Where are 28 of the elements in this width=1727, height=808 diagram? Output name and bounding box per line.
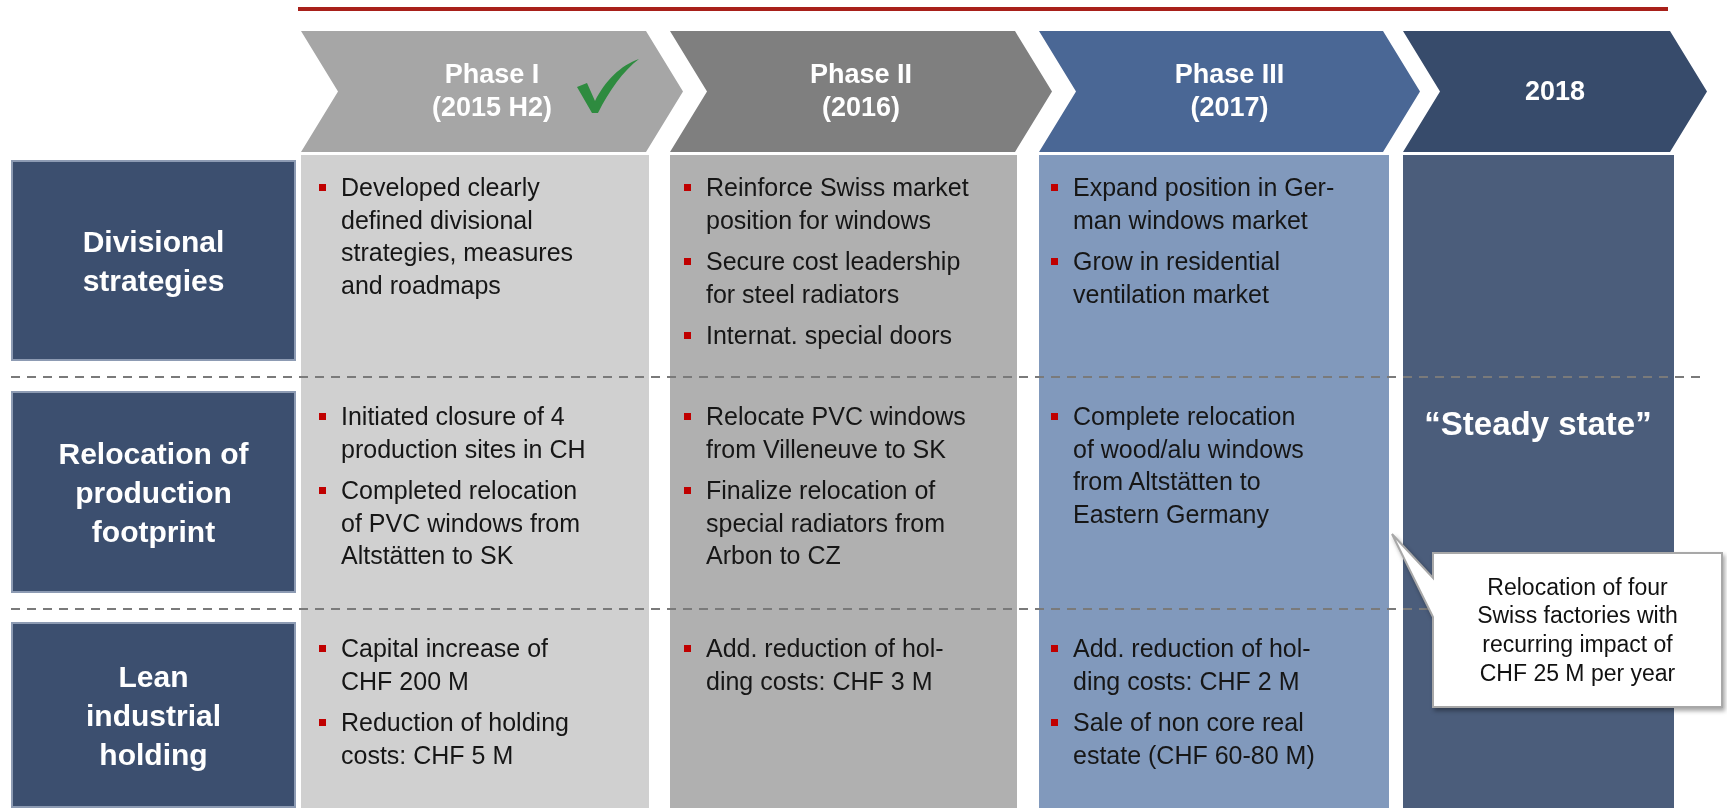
callout-text: Relocation of four Swiss factories with recurring impact of CHF 25 M per year xyxy=(1476,572,1679,688)
bullet-point: Grow in residential ventilation market xyxy=(1049,245,1341,310)
phase-label: Phase II (2016) xyxy=(808,57,914,125)
bullet-point: Reinforce Swiss market position for windows xyxy=(682,171,974,236)
bullet-point: Secure cost leadership for steel radiators xyxy=(682,245,974,310)
phase-label: Phase I (2015 H2) xyxy=(430,57,554,125)
phase-column xyxy=(670,155,1017,808)
row-header: Divisional strategies xyxy=(11,160,296,361)
bullet-point: Complete relocation of wood/alu windows from Altstätten to Eastern Germany xyxy=(1049,400,1318,530)
phase-column xyxy=(1039,155,1389,808)
bullet-point: Initiated closure of 4 production sites in CH xyxy=(317,400,597,465)
bullet-point: Reduction of holding costs: CHF 5 M xyxy=(317,706,597,771)
bullet-point: Developed clearly defined divisional strategies, measures and roadmaps xyxy=(317,171,597,301)
phase-column xyxy=(301,155,649,808)
bullet-point: Relocate PVC windows from Villeneuve to SK xyxy=(682,400,974,465)
bullet-point: Expand position in Ger-man windows market xyxy=(1049,171,1341,236)
bullet-point: Internat. special doors xyxy=(682,319,974,352)
phase-label: 2018 xyxy=(1523,74,1587,108)
bullet-point: Add. reduction of hol-ding costs: CHF 3 M xyxy=(682,632,974,697)
phase-label: Phase III (2017) xyxy=(1173,57,1286,125)
row-header: Relocation of production footprint xyxy=(11,391,296,593)
bullet-point: Completed relocation of PVC windows from Altstätten to SK xyxy=(317,474,597,572)
bullet-point: Capital increase of CHF 200 M xyxy=(317,632,597,697)
row-header: Lean industrial holding xyxy=(11,622,296,808)
bullet-point: Finalize relocation of special radiators from Arbon to CZ xyxy=(682,474,974,572)
steady-state-text: “Steady state” xyxy=(1423,405,1653,443)
bullet-point: Sale of non core real estate (CHF 60-80 M) xyxy=(1049,706,1341,771)
bullet-point: Add. reduction of hol-ding costs: CHF 2 M xyxy=(1049,632,1341,697)
